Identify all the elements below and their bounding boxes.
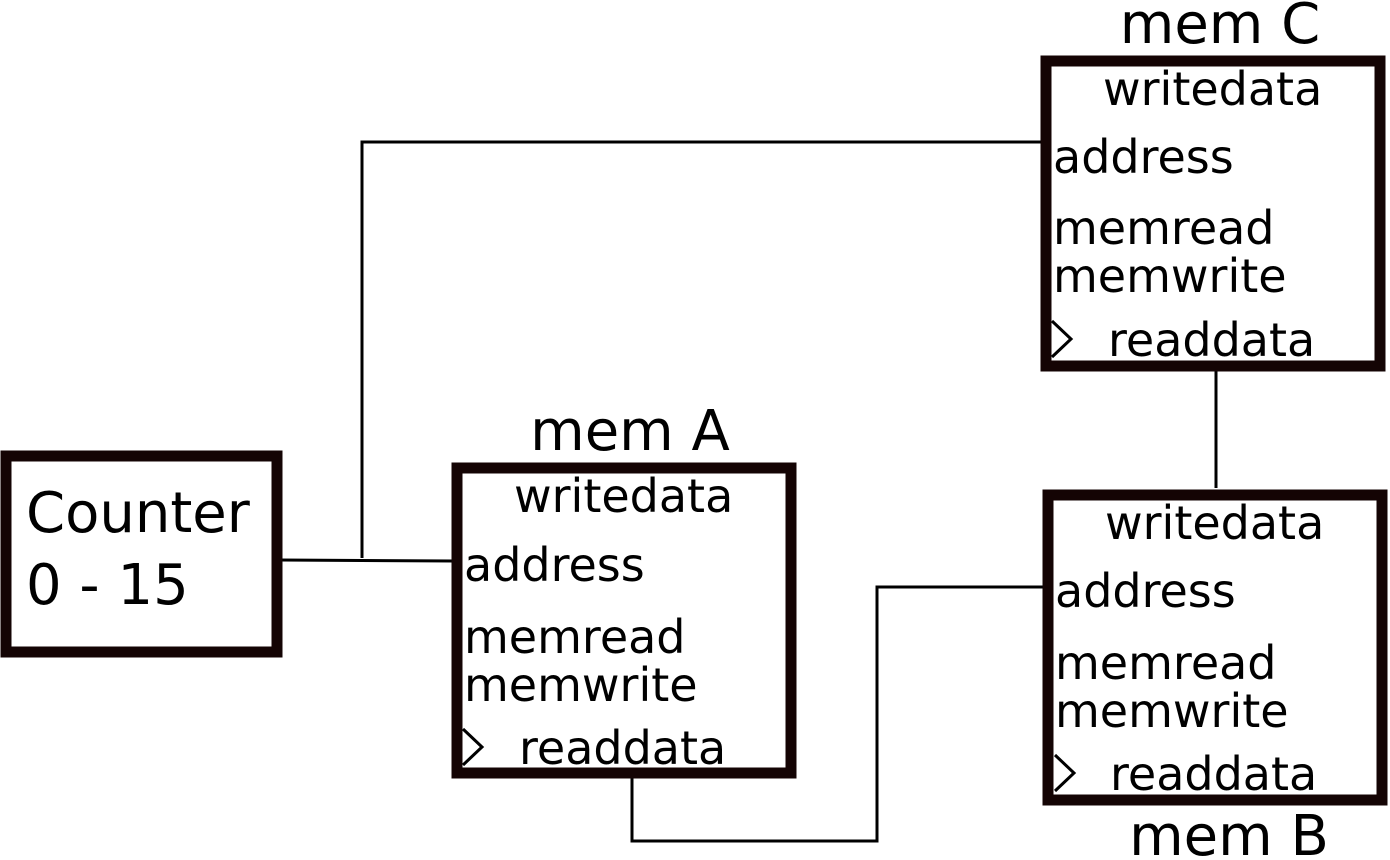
mem-a-title: mem A <box>530 399 730 464</box>
mem-a-port-writedata: writedata <box>514 469 733 523</box>
counter-box <box>0 450 283 658</box>
mem-a-block: mem A writedata address memread memwrite… <box>451 399 797 779</box>
mem-c-port-address: address <box>1053 130 1234 184</box>
mem-c-block: mem C writedata address memread memwrite… <box>1040 0 1386 372</box>
mem-c-clock-icon <box>1050 319 1074 359</box>
mem-b-port-memread: memread <box>1055 636 1277 690</box>
mem-a-port-readdata: readdata <box>519 721 726 775</box>
mem-b-port-address: address <box>1055 564 1236 618</box>
mem-a-box <box>451 462 797 779</box>
counter-label: Counter <box>26 481 251 546</box>
wire-mem-a-readdata-to-mem-b-address <box>630 585 1048 843</box>
mem-a-port-memwrite: memwrite <box>464 658 698 712</box>
wires <box>279 140 1218 843</box>
counter-block: Counter 0 - 15 <box>0 450 283 658</box>
counter-range: 0 - 15 <box>26 553 189 618</box>
mem-c-port-memwrite: memwrite <box>1053 249 1287 303</box>
mem-c-box <box>1040 55 1386 372</box>
mem-b-port-readdata: readdata <box>1110 747 1317 801</box>
mem-b-title: mem B <box>1129 804 1329 860</box>
mem-b-box <box>1042 489 1388 806</box>
mem-b-block: writedata address memread memwrite readd… <box>1042 489 1388 860</box>
mem-b-port-memwrite: memwrite <box>1055 684 1289 738</box>
mem-a-port-memread: memread <box>464 610 686 664</box>
mem-c-port-readdata: readdata <box>1108 313 1315 367</box>
mem-c-title: mem C <box>1120 0 1320 57</box>
mem-b-clock-icon <box>1053 753 1077 793</box>
mem-a-clock-icon <box>461 727 485 767</box>
mem-c-port-writedata: writedata <box>1103 62 1322 116</box>
wire-counter-to-mem-c-address <box>360 140 1044 558</box>
mem-c-port-memread: memread <box>1053 201 1275 255</box>
mem-a-port-address: address <box>464 538 645 592</box>
mem-b-port-writedata: writedata <box>1105 496 1324 550</box>
wire-counter-to-mem-a-address <box>279 558 455 563</box>
